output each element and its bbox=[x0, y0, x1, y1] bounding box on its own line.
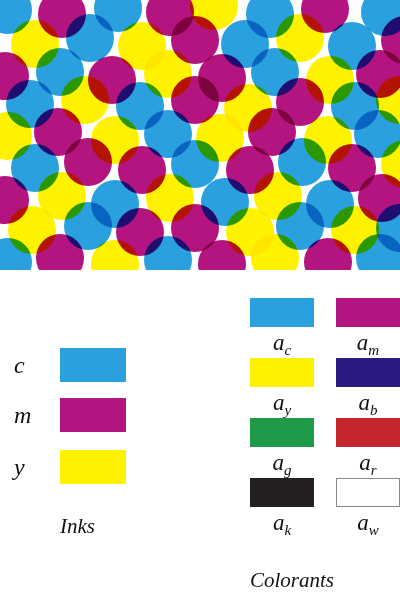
color-swatch bbox=[336, 418, 400, 447]
halftone-dot bbox=[144, 236, 192, 270]
colorant-name: am bbox=[357, 329, 379, 359]
halftone-dot bbox=[91, 240, 139, 270]
section-label: Inks bbox=[60, 514, 95, 539]
halftone-dot bbox=[356, 234, 400, 270]
colorant-name: ac bbox=[273, 329, 291, 359]
color-swatch bbox=[336, 358, 400, 387]
halftone-dot bbox=[198, 240, 246, 270]
color-swatch bbox=[250, 358, 314, 387]
section-label: Colorants bbox=[250, 568, 334, 593]
ink-name: y bbox=[14, 453, 25, 482]
colorant-name: aw bbox=[357, 509, 379, 539]
colorant-name: ak bbox=[273, 509, 291, 539]
colorant-name: ay bbox=[273, 389, 291, 419]
color-swatch bbox=[250, 298, 314, 327]
halftone-dot bbox=[0, 238, 32, 270]
color-swatch bbox=[336, 478, 400, 507]
color-swatch bbox=[60, 348, 126, 382]
ink-name: c bbox=[14, 351, 25, 380]
halftone-illustration bbox=[0, 0, 400, 270]
halftone-dot bbox=[36, 234, 84, 270]
halftone-dot bbox=[304, 238, 352, 270]
ink-name: m bbox=[14, 401, 31, 430]
colorant-name: ar bbox=[359, 449, 376, 479]
color-swatch bbox=[60, 398, 126, 432]
halftone-ground bbox=[0, 0, 400, 270]
color-swatch bbox=[250, 418, 314, 447]
colorant-name: ag bbox=[273, 449, 292, 479]
color-swatch bbox=[250, 478, 314, 507]
color-swatch bbox=[336, 298, 400, 327]
halftone-ground bbox=[0, 0, 400, 270]
halftone-dot bbox=[251, 234, 299, 270]
color-swatch bbox=[60, 450, 126, 484]
colorant-name: ab bbox=[359, 389, 378, 419]
